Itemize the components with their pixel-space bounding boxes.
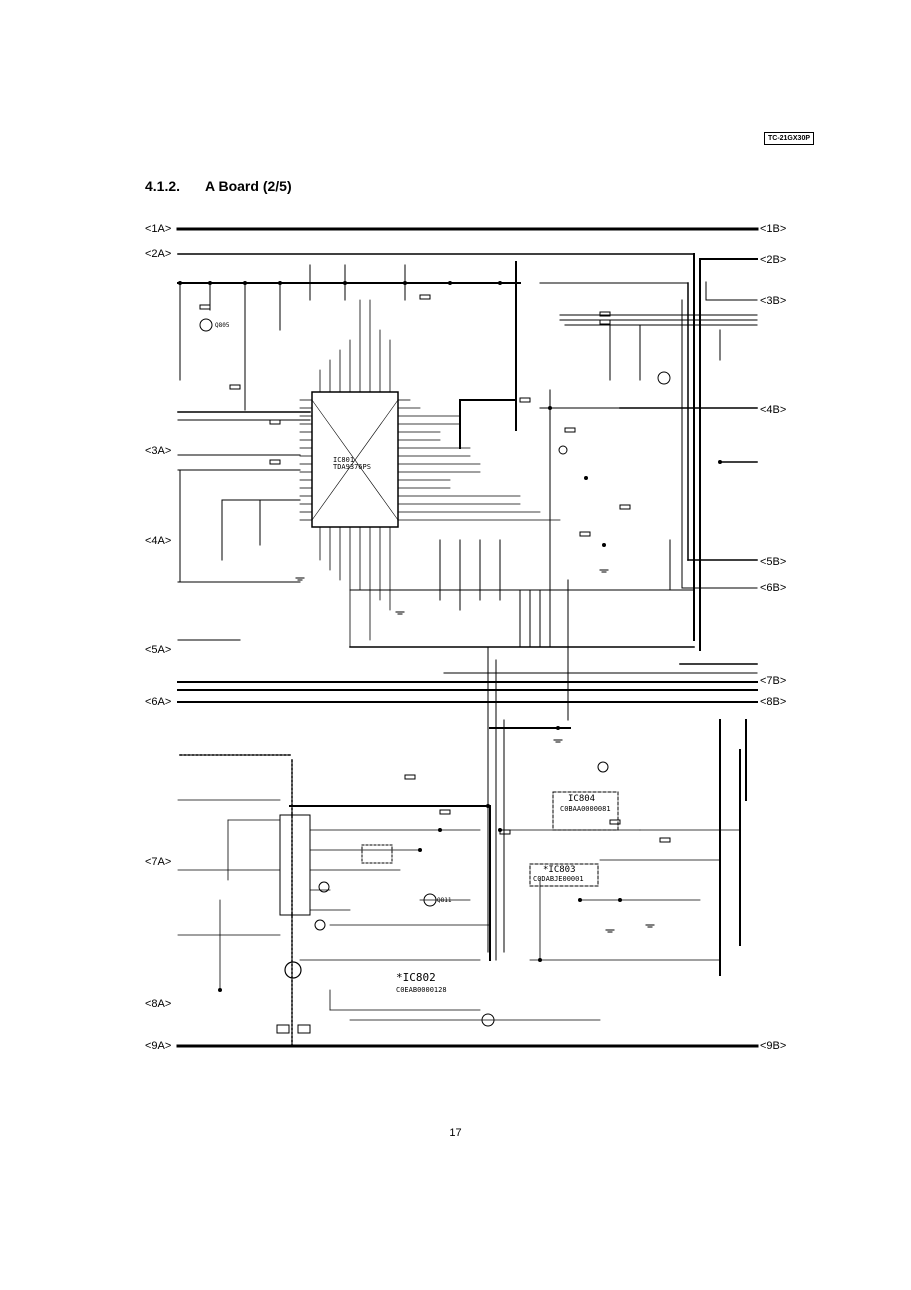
section-title-text: A Board (2/5) [205,178,292,194]
connector-5b: <5B> [760,556,787,568]
section-title: 4.1.2. A Board (2/5) [145,178,292,194]
connector-7b: <7B> [760,675,787,687]
connector-8b: <8B> [760,696,787,708]
q805-label: Q805 [215,322,230,329]
connector-3b: <3B> [760,295,787,307]
connector-1a: <1A> [145,223,172,235]
ic804-label: IC804 [568,794,596,804]
connector-7a: <7A> [145,856,172,868]
ic802-label: *IC802 [396,971,436,984]
connector-4b: <4B> [760,404,787,416]
q811-label: Q811 [437,897,452,904]
connector-2a: <2A> [145,248,172,260]
connector-9b: <9B> [760,1040,787,1052]
connector-3a: <3A> [145,445,172,457]
connector-6b: <6B> [760,582,787,594]
ic801-part-label: TDA9376PS [333,463,371,471]
connector-6a: <6A> [145,696,172,708]
connector-5a: <5A> [145,644,172,656]
section-number: 4.1.2. [145,178,181,194]
connector-1b: <1B> [760,223,787,235]
model-number-box: TC-21GX30P [764,132,814,145]
ic804-box [552,791,619,831]
connector-8a: <8A> [145,998,172,1010]
transformer-block [279,814,311,916]
connector-4a: <4A> [145,535,172,547]
page-number: 17 [449,1127,462,1139]
ic801-body [311,391,399,528]
ic804-part-label: C0BAA0000081 [560,805,611,813]
ic802-part-label: C0EAB0000128 [396,986,447,994]
ic801-label: IC801 [333,456,355,464]
ic803-part-label: C0DABJE00001 [533,875,584,883]
connector-9a: <9A> [145,1040,172,1052]
connector-2b: <2B> [760,254,787,266]
ic803-label: *IC803 [543,865,576,875]
